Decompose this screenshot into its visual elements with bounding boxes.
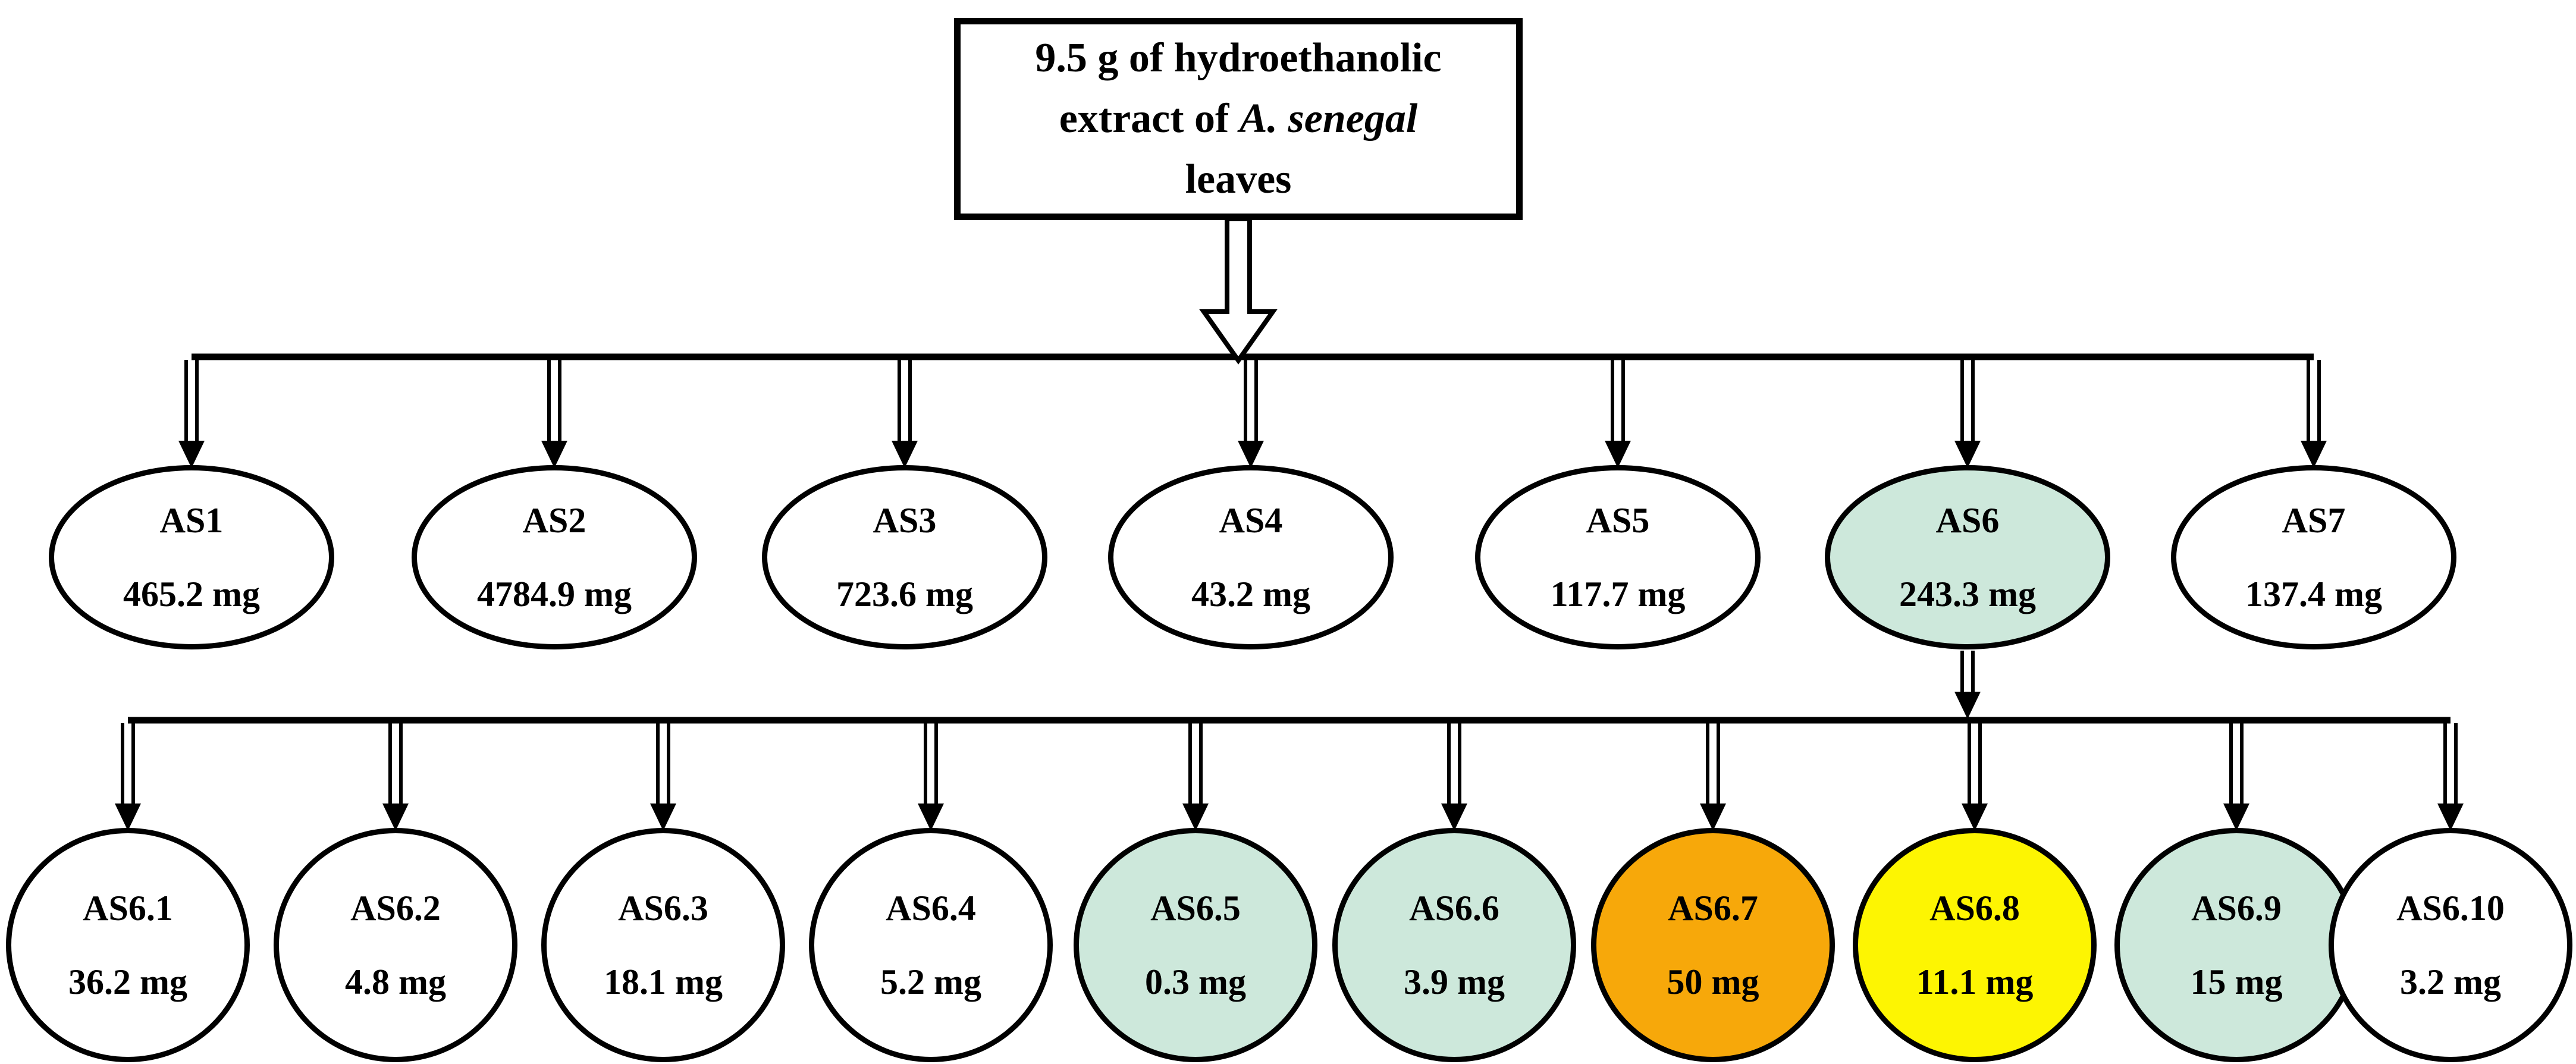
fraction-mass: 117.7 mg [1550, 575, 1686, 614]
fraction-mass: 0.3 mg [1145, 962, 1246, 1002]
drop-arrow-subfraction-7-head [1700, 804, 1726, 831]
fraction-mass: 5.2 mg [880, 962, 981, 1002]
drop-arrow-subfraction-8-head [1962, 804, 1988, 831]
fraction-node-AS6: AS6 243.3 mg [1825, 465, 2110, 649]
fraction-label: AS6 [1935, 501, 2000, 540]
fraction-mass: 465.2 mg [123, 575, 260, 614]
species-name-italic: A. senegal [1239, 96, 1418, 142]
fraction-node-AS7: AS7 137.4 mg [2171, 465, 2456, 649]
drop-arrow-subfraction-3-head [650, 804, 676, 831]
fraction-node-AS6.5: AS6.5 0.3 mg [1074, 828, 1317, 1062]
main-down-arrow [1199, 216, 1278, 365]
as6-to-subfractions-arrow-head [1954, 692, 1981, 719]
fraction-label: AS6.2 [350, 889, 441, 928]
fraction-mass: 3.9 mg [1404, 962, 1505, 1002]
fraction-node-AS6.8: AS6.8 11.1 mg [1853, 828, 2097, 1062]
fraction-node-AS6.6: AS6.6 3.9 mg [1332, 828, 1576, 1062]
fraction-node-AS6.3: AS6.3 18.1 mg [541, 828, 785, 1062]
fraction-label: AS6.10 [2396, 889, 2505, 928]
drop-arrow-fraction-3-head [892, 441, 918, 468]
fraction-node-AS6.10: AS6.10 3.2 mg [2329, 828, 2572, 1062]
root-box-line-2-text: extract of [1059, 96, 1240, 142]
fraction-node-AS6.2: AS6.2 4.8 mg [274, 828, 517, 1062]
fraction-mass: 18.1 mg [604, 962, 723, 1002]
fraction-mass: 723.6 mg [836, 575, 973, 614]
fraction-label: AS6.5 [1150, 889, 1241, 928]
fraction-node-AS4: AS4 43.2 mg [1108, 465, 1394, 649]
root-box-line-3: leaves [1185, 156, 1292, 202]
fraction-node-AS6.7: AS6.7 50 mg [1591, 828, 1835, 1062]
drop-arrow-fraction-5-head [1605, 441, 1631, 468]
fraction-label: AS6.4 [886, 889, 976, 928]
fraction-label: AS4 [1219, 501, 1283, 540]
fraction-node-AS6.1: AS6.1 36.2 mg [6, 828, 250, 1062]
fraction-mass: 11.1 mg [1916, 962, 2034, 1002]
fraction-mass: 4.8 mg [345, 962, 446, 1002]
fraction-label: AS2 [522, 501, 586, 540]
fraction-mass: 243.3 mg [1899, 575, 2036, 614]
fraction-node-AS1: AS1 465.2 mg [49, 465, 334, 649]
root-box-line-2: extract of A. senegal [1059, 89, 1418, 149]
fraction-label: AS6.8 [1929, 889, 2020, 928]
fraction-mass: 36.2 mg [68, 962, 187, 1002]
drop-arrow-subfraction-4-head [918, 804, 944, 831]
fraction-label: AS3 [873, 501, 937, 540]
fraction-label: AS1 [159, 501, 224, 540]
fraction-label: AS5 [1586, 501, 1650, 540]
fraction-mass: 15 mg [2190, 962, 2283, 1002]
drop-arrow-subfraction-6-head [1441, 804, 1467, 831]
fraction-mass: 50 mg [1667, 962, 1759, 1002]
fraction-label: AS6.7 [1668, 889, 1758, 928]
root-box-line-1: 9.5 g of hydroethanolic [1035, 35, 1442, 81]
fraction-node-AS6.4: AS6.4 5.2 mg [809, 828, 1053, 1062]
fraction-mass: 3.2 mg [2400, 962, 2501, 1002]
fraction-node-AS6.9: AS6.9 15 mg [2114, 828, 2358, 1062]
fraction-label: AS6.9 [2191, 889, 2282, 928]
fraction-mass: 43.2 mg [1191, 575, 1310, 614]
fraction-node-AS3: AS3 723.6 mg [762, 465, 1047, 649]
drop-arrow-fraction-4-head [1238, 441, 1264, 468]
drop-arrow-fraction-7-head [2301, 441, 2327, 468]
fraction-label: AS6.3 [618, 889, 708, 928]
fraction-label: AS7 [2282, 501, 2346, 540]
drop-arrow-subfraction-2-head [382, 804, 409, 831]
drop-arrow-subfraction-9-head [2223, 804, 2249, 831]
drop-arrow-fraction-2-head [541, 441, 567, 468]
drop-arrow-subfraction-10-head [2437, 804, 2464, 831]
drop-arrow-subfraction-5-head [1182, 804, 1209, 831]
fraction-node-AS2: AS2 4784.9 mg [412, 465, 697, 649]
fraction-mass: 137.4 mg [2245, 575, 2382, 614]
fraction-label: AS6.1 [83, 889, 173, 928]
root-extract-box: 9.5 g of hydroethanolic extract of A. se… [954, 18, 1523, 220]
drop-arrow-fraction-1-head [178, 441, 205, 468]
fraction-mass: 4784.9 mg [477, 575, 632, 614]
drop-arrow-fraction-6-head [1954, 441, 1981, 468]
fraction-label: AS6.6 [1409, 889, 1499, 928]
fraction-node-AS5: AS5 117.7 mg [1475, 465, 1761, 649]
drop-arrow-subfraction-1-head [115, 804, 141, 831]
